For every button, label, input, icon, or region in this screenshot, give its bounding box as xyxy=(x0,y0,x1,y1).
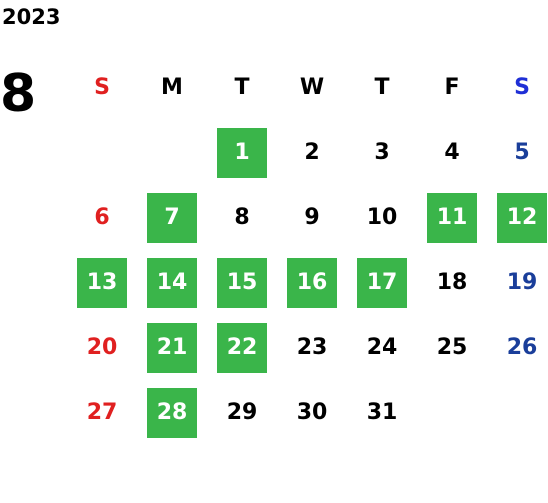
calendar-day-number: 21 xyxy=(147,322,197,373)
calendar-day-cell[interactable]: 19 xyxy=(487,250,548,315)
calendar-day-number: 15 xyxy=(217,257,267,308)
calendar-day-cell[interactable]: 5 xyxy=(487,120,548,185)
calendar-day-number: 26 xyxy=(506,335,538,360)
calendar-day-number: 7 xyxy=(147,192,197,243)
calendar-day-number: 29 xyxy=(226,400,258,425)
calendar-day-cell[interactable]: 9 xyxy=(277,185,347,250)
calendar-day-cell[interactable]: 14 xyxy=(137,250,207,315)
calendar-day-cell[interactable]: 17 xyxy=(347,250,417,315)
calendar-day-number: 2 xyxy=(304,140,320,165)
calendar-day-cell[interactable]: 1 xyxy=(207,120,277,185)
weekday-header-monday: M xyxy=(161,75,183,100)
calendar-day-cell[interactable]: 2 xyxy=(277,120,347,185)
calendar-day-number: 27 xyxy=(86,400,118,425)
calendar-day-cell[interactable]: 18 xyxy=(417,250,487,315)
calendar-day-number: 23 xyxy=(296,335,328,360)
calendar-year: 2023 xyxy=(2,5,61,29)
calendar-day-cell[interactable]: 13 xyxy=(67,250,137,315)
calendar-day-number: 24 xyxy=(366,335,398,360)
calendar-day-cell[interactable]: 31 xyxy=(347,380,417,445)
calendar-day-number: 6 xyxy=(94,205,110,230)
calendar-day-number: 5 xyxy=(514,140,530,165)
calendar-day-number: 1 xyxy=(217,127,267,178)
weekday-header-friday: F xyxy=(444,75,460,100)
calendar-day-cell[interactable]: 7 xyxy=(137,185,207,250)
calendar-day-number: 28 xyxy=(147,387,197,438)
weekday-header-sunday: S xyxy=(94,75,110,100)
calendar-day-cell[interactable]: 25 xyxy=(417,315,487,380)
calendar-day-cell[interactable]: 23 xyxy=(277,315,347,380)
calendar-day-cell[interactable]: 22 xyxy=(207,315,277,380)
calendar-day-number: 10 xyxy=(366,205,398,230)
calendar-day-cell[interactable]: 30 xyxy=(277,380,347,445)
calendar-day-cell[interactable]: 16 xyxy=(277,250,347,315)
calendar-day-cell[interactable]: 27 xyxy=(67,380,137,445)
calendar-day-number: 22 xyxy=(217,322,267,373)
calendar-day-cell[interactable]: 24 xyxy=(347,315,417,380)
calendar-day-number: 18 xyxy=(436,270,468,295)
calendar-day-cell[interactable]: 10 xyxy=(347,185,417,250)
calendar-day-number: 8 xyxy=(234,205,250,230)
calendar-day-cell[interactable]: 3 xyxy=(347,120,417,185)
weekday-header-wednesday: W xyxy=(299,75,325,100)
calendar-day-number: 12 xyxy=(497,192,547,243)
calendar-day-number: 31 xyxy=(366,400,398,425)
calendar-day-cell[interactable]: 28 xyxy=(137,380,207,445)
calendar-day-cell[interactable]: 12 xyxy=(487,185,548,250)
calendar-day-number: 13 xyxy=(77,257,127,308)
calendar-blank-cell xyxy=(67,120,137,185)
calendar-month: 8 xyxy=(0,64,37,124)
calendar-day-cell[interactable]: 20 xyxy=(67,315,137,380)
calendar-day-number: 16 xyxy=(287,257,337,308)
calendar-day-number: 30 xyxy=(296,400,328,425)
calendar-day-number: 19 xyxy=(506,270,538,295)
calendar-day-cell[interactable]: 6 xyxy=(67,185,137,250)
weekday-header-thursday: T xyxy=(374,75,390,100)
calendar-day-cell[interactable]: 4 xyxy=(417,120,487,185)
calendar-day-cell[interactable]: 26 xyxy=(487,315,548,380)
calendar-blank-cell xyxy=(137,120,207,185)
calendar-day-number: 11 xyxy=(427,192,477,243)
calendar-day-number: 20 xyxy=(86,335,118,360)
calendar-day-number: 4 xyxy=(444,140,460,165)
calendar-day-number: 14 xyxy=(147,257,197,308)
calendar-day-cell[interactable]: 29 xyxy=(207,380,277,445)
calendar-day-number: 3 xyxy=(374,140,390,165)
weekday-header-saturday: S xyxy=(514,75,530,100)
calendar-day-number: 9 xyxy=(304,205,320,230)
weekday-header-tuesday: T xyxy=(234,75,250,100)
calendar-day-cell[interactable]: 11 xyxy=(417,185,487,250)
calendar-day-cell[interactable]: 15 xyxy=(207,250,277,315)
calendar-day-cell[interactable]: 21 xyxy=(137,315,207,380)
calendar-day-cell[interactable]: 8 xyxy=(207,185,277,250)
calendar-day-number: 17 xyxy=(357,257,407,308)
calendar-day-number: 25 xyxy=(436,335,468,360)
